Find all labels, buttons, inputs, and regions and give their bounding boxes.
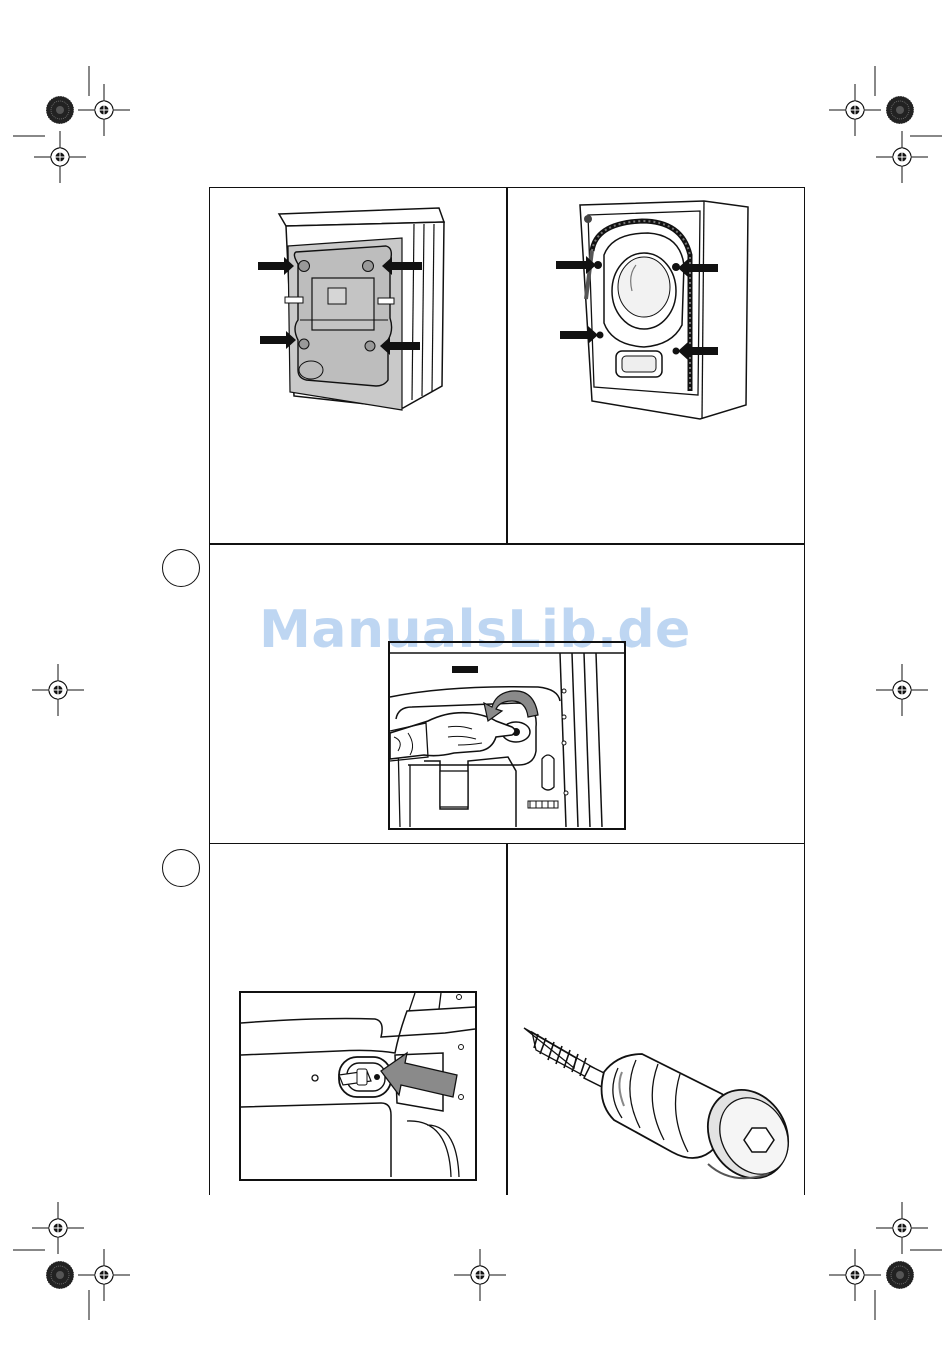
registration-mark-icon xyxy=(829,84,881,136)
starburst-registration-icon xyxy=(46,1261,74,1289)
starburst-registration-icon xyxy=(886,1261,914,1289)
step-marker-1 xyxy=(162,549,200,587)
registration-mark-icon xyxy=(78,84,130,136)
screw-icon xyxy=(524,1028,594,1078)
registration-mark-icon xyxy=(876,664,928,716)
registration-mark-icon xyxy=(32,1202,84,1254)
step-marker-2 xyxy=(162,849,200,887)
curved-arrow-icon xyxy=(484,691,538,721)
grid-divider-top xyxy=(506,187,508,544)
starburst-registration-icon xyxy=(46,96,74,124)
registration-mark-icon xyxy=(876,131,928,183)
figure-hand-turning-bolt xyxy=(388,641,628,831)
figure-bolt-insert xyxy=(239,991,479,1183)
figure-drum-front xyxy=(552,195,752,425)
registration-mark-icon xyxy=(78,1249,130,1301)
registration-mark-icon xyxy=(34,131,86,183)
grid-left-border xyxy=(209,187,210,1195)
starburst-registration-icon xyxy=(886,96,914,124)
registration-mark-icon xyxy=(876,1202,928,1254)
grid-divider-bottom xyxy=(506,843,508,1195)
registration-mark-icon xyxy=(32,664,84,716)
grid-divider-row1 xyxy=(209,543,805,545)
registration-mark-icon xyxy=(829,1249,881,1301)
figure-screwdriver-screw xyxy=(518,1024,798,1194)
figure-back-panel xyxy=(256,200,456,410)
registration-mark-icon xyxy=(454,1249,506,1301)
grid-right-border xyxy=(804,187,805,1195)
